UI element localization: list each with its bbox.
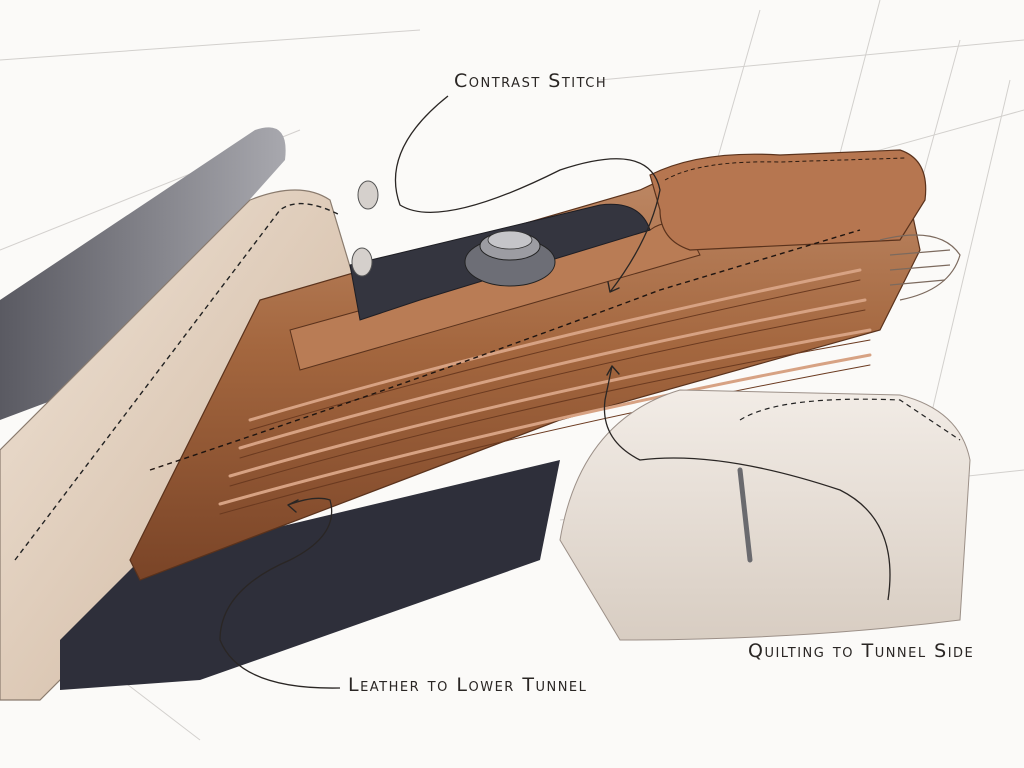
quilting-channels [218,268,872,515]
console-stitch-line [149,229,861,471]
seat-cushion [559,389,971,641]
rear-vent-icon [879,234,961,301]
leader-quilting [603,365,891,601]
rotary-controller-icon [464,230,556,287]
door-knob-icon [351,180,379,277]
quilting-tunnel-side-label: Quilting to Tunnel Side [748,640,975,662]
leather-lower-tunnel-label: Leather to Lower Tunnel [348,674,588,696]
contrast-stitch-label: Contrast Stitch [454,70,608,92]
seat-buckle-stalk [737,467,753,563]
seat-stitch-line [739,398,961,441]
armrest [649,149,927,251]
leader-lower-tunnel [219,497,341,689]
lower-tunnel-trim [60,460,560,690]
leader-contrast-stitch [394,95,661,293]
door-stitch-line [14,202,341,561]
dashboard-shadow [0,127,286,420]
armrest-stitch [664,157,906,181]
callout-leaders [219,95,891,689]
arrow-head-icons [287,281,620,513]
